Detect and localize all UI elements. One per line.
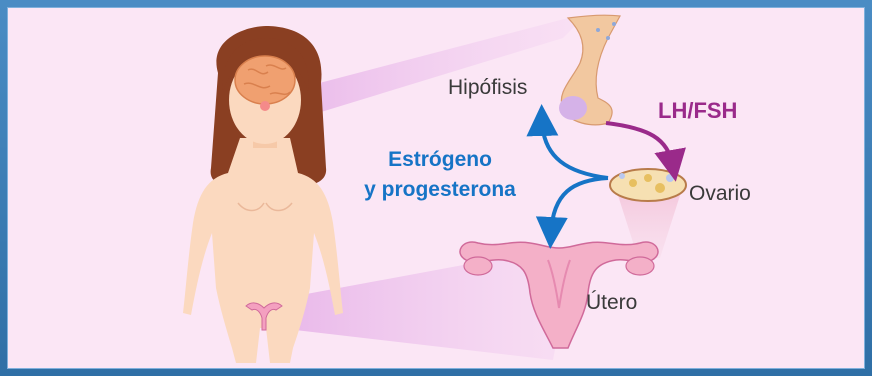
label-utero: Útero xyxy=(586,291,637,315)
head-zoom-beam xyxy=(308,18,583,116)
label-hipofisis: Hipófisis xyxy=(448,76,527,100)
diagram-panel: Hipófisis LH/FSH Estrógeno y progesteron… xyxy=(7,7,865,369)
hormone-arrow-to-pituitary xyxy=(542,120,608,178)
hormone-arrow-to-uterus xyxy=(551,178,608,233)
label-hormones: Estrógeno y progesterona xyxy=(350,145,530,205)
label-hormones-line2: y progesterona xyxy=(350,175,530,205)
lh-fsh-arrow xyxy=(606,123,673,166)
brain-icon xyxy=(235,56,295,104)
label-lh-fsh: LH/FSH xyxy=(658,98,737,124)
label-hormones-line1: Estrógeno xyxy=(350,145,530,175)
ovary-illustration xyxy=(610,169,686,201)
label-ovario: Ovario xyxy=(689,182,751,206)
